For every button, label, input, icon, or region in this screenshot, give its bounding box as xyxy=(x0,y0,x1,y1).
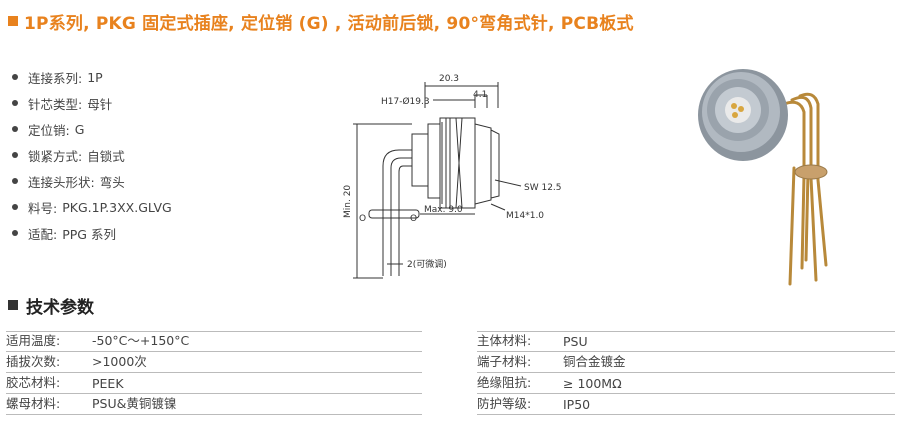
spec-value: 1P xyxy=(87,69,103,85)
spec-value: 弯头 xyxy=(99,174,125,190)
param-value: >1000次 xyxy=(92,354,147,369)
table-row: 防护等级IP50 xyxy=(477,394,895,415)
bullet-icon xyxy=(12,152,18,158)
param-value: IP50 xyxy=(563,397,591,412)
spec-value: G xyxy=(74,121,85,137)
dim-min: Min. 20 xyxy=(343,185,353,218)
dim-pitch: 2(可微调) xyxy=(407,258,447,270)
param-label: 适用温度 xyxy=(6,330,92,349)
page-header: 1P系列, PKG 固定式插座, 定位销 (G) , 活动前后锁, 90°弯角式… xyxy=(8,6,634,36)
param-label: 胶芯材料 xyxy=(6,372,92,391)
dim-bore: H17-Ø19.3 xyxy=(381,96,430,107)
table-row: 端子材料铜合金镀金 xyxy=(477,352,895,373)
dim-max: Max. 9.0 xyxy=(424,205,463,215)
param-value: PEEK xyxy=(92,376,124,391)
table-row: 胶芯材料PEEK xyxy=(6,373,422,394)
spec-label: 料号 xyxy=(28,198,62,217)
param-table-right: 主体材料PSU 端子材料铜合金镀金 绝缘阻抗≥ 100MΩ 防护等级IP50 xyxy=(477,331,895,415)
spec-label: 连接头形状 xyxy=(28,172,100,191)
param-value: PSU xyxy=(563,334,588,349)
spec-item-mate: 适配PPG 系列 xyxy=(12,220,172,246)
page-title: 1P系列, PKG 固定式插座, 定位销 (G) , 活动前后锁, 90°弯角式… xyxy=(24,13,634,34)
spec-item-lock: 锁紧方式自锁式 xyxy=(12,142,172,168)
bullet-icon xyxy=(12,74,18,80)
spec-item-shape: 连接头形状弯头 xyxy=(12,168,172,194)
marker-right: O xyxy=(410,214,417,224)
bullet-icon xyxy=(12,204,18,210)
section-title: 技术参数 xyxy=(26,297,94,318)
bullet-icon xyxy=(12,178,18,184)
spec-value: 自锁式 xyxy=(87,148,125,164)
param-value: ≥ 100MΩ xyxy=(563,376,622,391)
spec-label: 适配 xyxy=(28,224,62,243)
param-label: 主体材料 xyxy=(477,330,563,349)
spec-label: 连接系列 xyxy=(28,68,87,87)
dim-thread: M14*1.0 xyxy=(506,211,544,221)
spec-label: 锁紧方式 xyxy=(28,146,87,165)
param-value: -50°C〜+150°C xyxy=(92,333,190,348)
dim-sw: SW 12.5 xyxy=(524,183,562,193)
dim-overall: 20.3 xyxy=(439,74,459,84)
param-value: PSU&黄铜镀镍 xyxy=(92,396,177,411)
section-header: 技术参数 xyxy=(8,292,94,318)
param-table-left: 适用温度-50°C〜+150°C 插拔次数>1000次 胶芯材料PEEK 螺母材… xyxy=(6,331,422,415)
spec-label: 针芯类型 xyxy=(28,94,87,113)
spec-value: PKG.1P.3XX.GLVG xyxy=(62,199,172,215)
title-marker xyxy=(8,16,18,26)
spec-item-series: 连接系列1P xyxy=(12,64,172,90)
marker-left: O xyxy=(359,214,366,224)
technical-drawing: 20.3 H17-Ø19.3 4.1 SW 12.5 M14*1.0 Max. … xyxy=(343,74,562,279)
param-label: 防护等级 xyxy=(477,393,563,412)
table-row: 螺母材料PSU&黄铜镀镍 xyxy=(6,394,422,415)
bullet-icon xyxy=(12,230,18,236)
table-row: 插拔次数>1000次 xyxy=(6,352,422,373)
table-row: 绝缘阻抗≥ 100MΩ xyxy=(477,373,895,394)
section-marker xyxy=(8,300,18,310)
spec-item-part-number: 料号PKG.1P.3XX.GLVG xyxy=(12,194,172,220)
dim-small: 4.1 xyxy=(473,90,487,100)
param-label: 端子材料 xyxy=(477,351,563,370)
spec-item-key: 定位销G xyxy=(12,116,172,142)
table-row: 主体材料PSU xyxy=(477,331,895,352)
bullet-icon xyxy=(12,126,18,132)
param-label: 螺母材料 xyxy=(6,393,92,412)
param-label: 插拔次数 xyxy=(6,351,92,370)
spec-list: 连接系列1P 针芯类型母针 定位销G 锁紧方式自锁式 连接头形状弯头 料号PKG… xyxy=(12,64,172,246)
spec-value: PPG 系列 xyxy=(62,226,116,242)
bullet-icon xyxy=(12,100,18,106)
product-photo xyxy=(698,69,828,286)
spec-label: 定位销 xyxy=(28,120,75,139)
table-row: 适用温度-50°C〜+150°C xyxy=(6,331,422,352)
spec-item-pin-type: 针芯类型母针 xyxy=(12,90,172,116)
param-value: 铜合金镀金 xyxy=(563,354,626,369)
spec-value: 母针 xyxy=(87,96,113,112)
param-label: 绝缘阻抗 xyxy=(477,372,563,391)
